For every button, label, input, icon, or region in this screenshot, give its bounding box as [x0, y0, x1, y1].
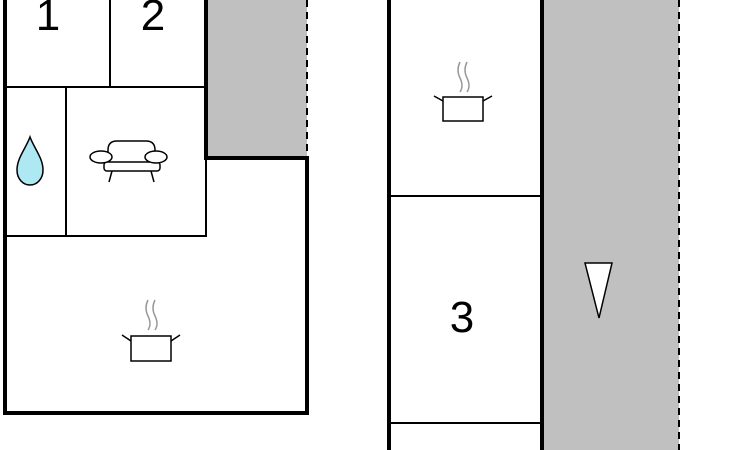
cooking-pot-icon — [433, 61, 493, 122]
left-building-walls — [3, 0, 309, 415]
sofa-icon — [89, 140, 168, 183]
room-label-3: 3 — [450, 293, 474, 342]
room-label-1: 1 — [36, 0, 60, 40]
terrace-left — [206, 0, 307, 158]
room-label-2: 2 — [141, 0, 165, 40]
water-drop-icon — [16, 134, 44, 186]
cooking-pot-icon — [121, 299, 181, 362]
north-arrow-icon — [584, 262, 613, 319]
terrace-right — [542, 0, 679, 450]
right-building-walls — [387, 0, 544, 450]
